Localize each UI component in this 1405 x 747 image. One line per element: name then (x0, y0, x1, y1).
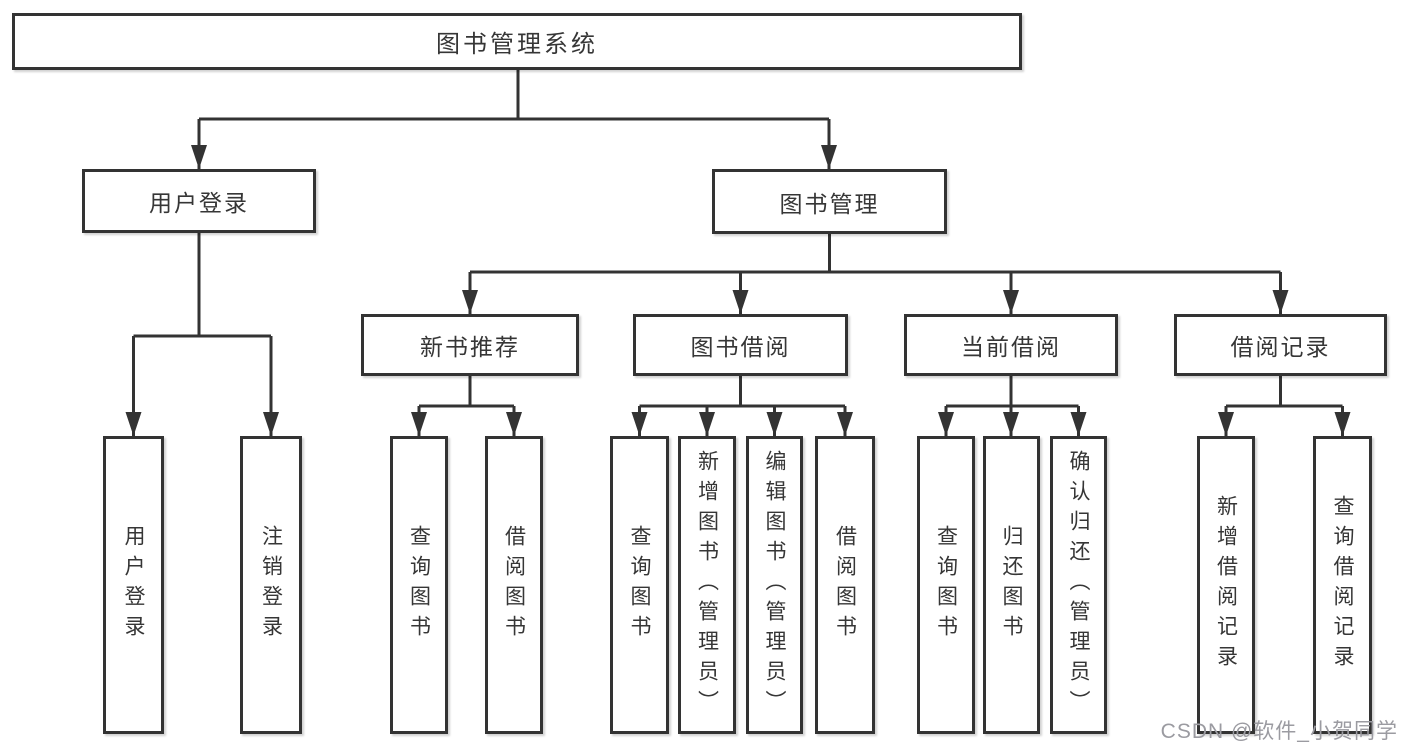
leaf-return-book: 归还图书 (983, 436, 1040, 734)
leaf-borrow-book-recommend: 借阅图书 (485, 436, 543, 734)
leaf-query-borrow-record: 查询借阅记录 (1313, 436, 1372, 734)
leaf-borrow-book: 借阅图书 (815, 436, 875, 734)
leaf-edit-book-admin: 编辑图书（管理员） (746, 436, 803, 734)
leaf-logout: 注销登录 (240, 436, 302, 734)
connector-root (191, 69, 837, 169)
node-new-book-recommend: 新书推荐 (361, 314, 579, 376)
connector-user-login (125, 233, 279, 436)
leaf-user-login: 用户登录 (103, 436, 164, 734)
connector-book-management (462, 234, 1289, 314)
connector-borrow-records (1218, 376, 1351, 436)
node-user-login: 用户登录 (82, 169, 316, 233)
leaf-add-book-admin: 新增图书（管理员） (678, 436, 736, 734)
connector-book-borrow (631, 376, 853, 436)
node-book-management: 图书管理 (712, 169, 947, 234)
leaf-query-book-recommend: 查询图书 (390, 436, 448, 734)
leaf-query-book-current: 查询图书 (917, 436, 975, 734)
leaf-confirm-return-admin: 确认归还（管理员） (1050, 436, 1107, 734)
node-root-library-system: 图书管理系统 (12, 13, 1022, 70)
node-borrow-records: 借阅记录 (1174, 314, 1387, 376)
leaf-query-book-borrow: 查询图书 (610, 436, 669, 734)
csdn-watermark: CSDN @软件_小贺同学 (1160, 720, 1398, 743)
connector-new-book-recommend (411, 376, 522, 436)
connector-current-borrow (938, 376, 1087, 436)
node-current-borrow: 当前借阅 (904, 314, 1118, 376)
leaf-add-borrow-record: 新增借阅记录 (1197, 436, 1255, 734)
node-book-borrow: 图书借阅 (633, 314, 848, 376)
